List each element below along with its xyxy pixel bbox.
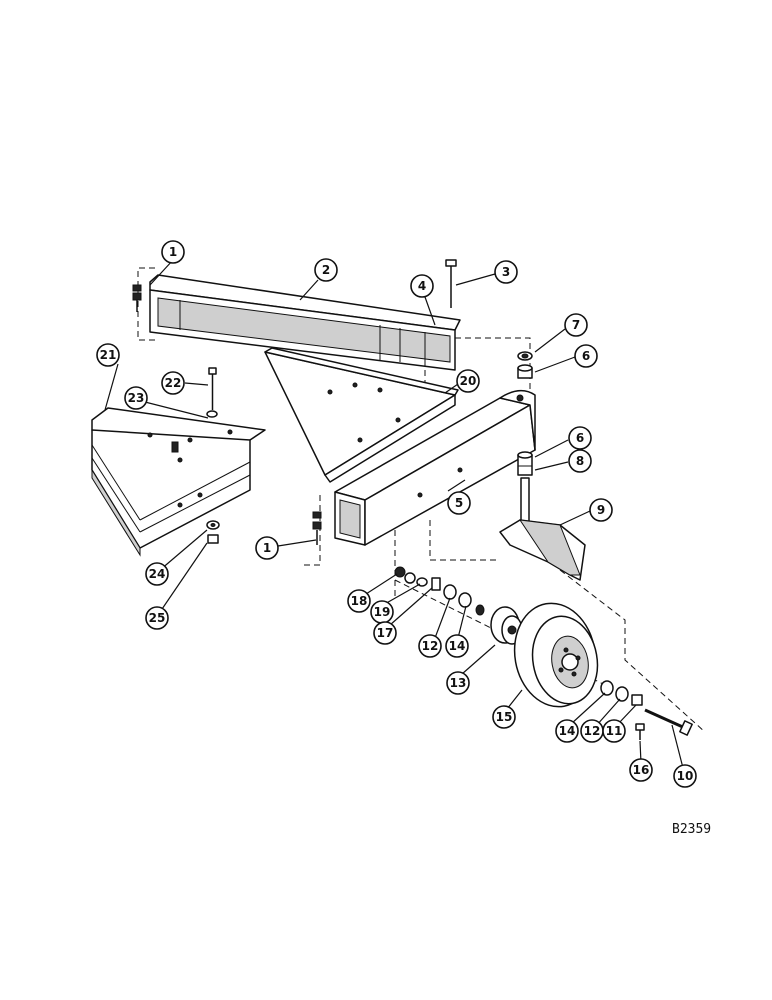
callout-4: 4 bbox=[410, 274, 434, 298]
svg-text:8: 8 bbox=[576, 454, 584, 468]
svg-text:15: 15 bbox=[496, 710, 513, 724]
svg-text:9: 9 bbox=[597, 503, 605, 517]
svg-text:22: 22 bbox=[165, 376, 182, 390]
svg-text:6: 6 bbox=[576, 431, 584, 445]
callout-2: 2 bbox=[314, 258, 338, 282]
bolt-1-lower bbox=[312, 511, 322, 545]
svg-text:25: 25 bbox=[149, 611, 166, 625]
callout-22: 22 bbox=[161, 371, 185, 395]
svg-text:18: 18 bbox=[351, 594, 368, 608]
callout-12: 12 bbox=[418, 634, 442, 658]
svg-text:1: 1 bbox=[169, 245, 177, 259]
svg-text:21: 21 bbox=[100, 348, 117, 362]
callout-8: 8 bbox=[568, 449, 592, 473]
hub-parts-right bbox=[600, 680, 643, 706]
axle-bolt bbox=[644, 708, 693, 736]
upper-frame-beam bbox=[149, 274, 461, 371]
svg-text:10: 10 bbox=[677, 769, 694, 783]
callout-11: 11 bbox=[602, 719, 626, 743]
drawing-code: B2359 bbox=[672, 822, 712, 837]
callout-14: 14 bbox=[445, 634, 469, 658]
weight-fasteners bbox=[206, 520, 220, 544]
callouts: 1 2 3 4 7 6 21 22 bbox=[96, 240, 697, 788]
svg-text:4: 4 bbox=[418, 279, 426, 293]
svg-text:19: 19 bbox=[374, 605, 391, 619]
svg-text:11: 11 bbox=[606, 724, 623, 738]
svg-text:12: 12 bbox=[584, 724, 601, 738]
callout-6-lower: 6 bbox=[568, 426, 592, 450]
bolt-16 bbox=[635, 723, 645, 740]
bolt-22 bbox=[206, 367, 218, 418]
callout-14-right: 14 bbox=[555, 719, 579, 743]
svg-text:12: 12 bbox=[422, 639, 439, 653]
main-arm bbox=[334, 389, 536, 546]
callout-17: 17 bbox=[373, 621, 397, 645]
bolt-1-upper bbox=[132, 284, 142, 312]
callout-20: 20 bbox=[456, 369, 480, 393]
callout-12-right: 12 bbox=[580, 719, 604, 743]
triangular-plate bbox=[264, 347, 459, 483]
svg-text:17: 17 bbox=[377, 626, 394, 640]
leader-lines bbox=[104, 259, 684, 769]
callout-16: 16 bbox=[629, 758, 653, 782]
callout-6: 6 bbox=[574, 344, 598, 368]
callout-5: 5 bbox=[447, 491, 471, 515]
svg-text:16: 16 bbox=[633, 763, 650, 777]
callout-15: 15 bbox=[492, 705, 516, 729]
svg-text:23: 23 bbox=[128, 391, 145, 405]
callout-1-lower: 1 bbox=[255, 536, 279, 560]
callout-7: 7 bbox=[564, 313, 588, 337]
hub bbox=[490, 606, 523, 645]
callout-23: 23 bbox=[124, 386, 148, 410]
callout-10: 10 bbox=[673, 764, 697, 788]
svg-text:3: 3 bbox=[502, 265, 510, 279]
pin-3 bbox=[445, 259, 457, 308]
callout-13: 13 bbox=[446, 671, 470, 695]
weight-stack bbox=[91, 407, 266, 557]
svg-text:2: 2 bbox=[322, 263, 330, 277]
caster-spindle bbox=[499, 477, 586, 581]
callout-9: 9 bbox=[589, 498, 613, 522]
callout-19: 19 bbox=[370, 600, 394, 624]
callout-24: 24 bbox=[145, 562, 169, 586]
svg-text:20: 20 bbox=[460, 374, 477, 388]
callout-3: 3 bbox=[494, 260, 518, 284]
svg-text:1: 1 bbox=[263, 541, 271, 555]
caster-bushings bbox=[517, 351, 533, 476]
wheel-rim bbox=[513, 602, 599, 708]
svg-text:7: 7 bbox=[572, 318, 580, 332]
callout-1: 1 bbox=[161, 240, 185, 264]
svg-text:13: 13 bbox=[450, 676, 467, 690]
hub-parts-left bbox=[394, 566, 485, 616]
svg-text:14: 14 bbox=[449, 639, 466, 653]
svg-text:6: 6 bbox=[582, 349, 590, 363]
callout-25: 25 bbox=[145, 606, 169, 630]
svg-text:24: 24 bbox=[149, 567, 166, 581]
callout-18: 18 bbox=[347, 589, 371, 613]
callout-21: 21 bbox=[96, 343, 120, 367]
svg-text:5: 5 bbox=[455, 496, 463, 510]
svg-text:14: 14 bbox=[559, 724, 576, 738]
